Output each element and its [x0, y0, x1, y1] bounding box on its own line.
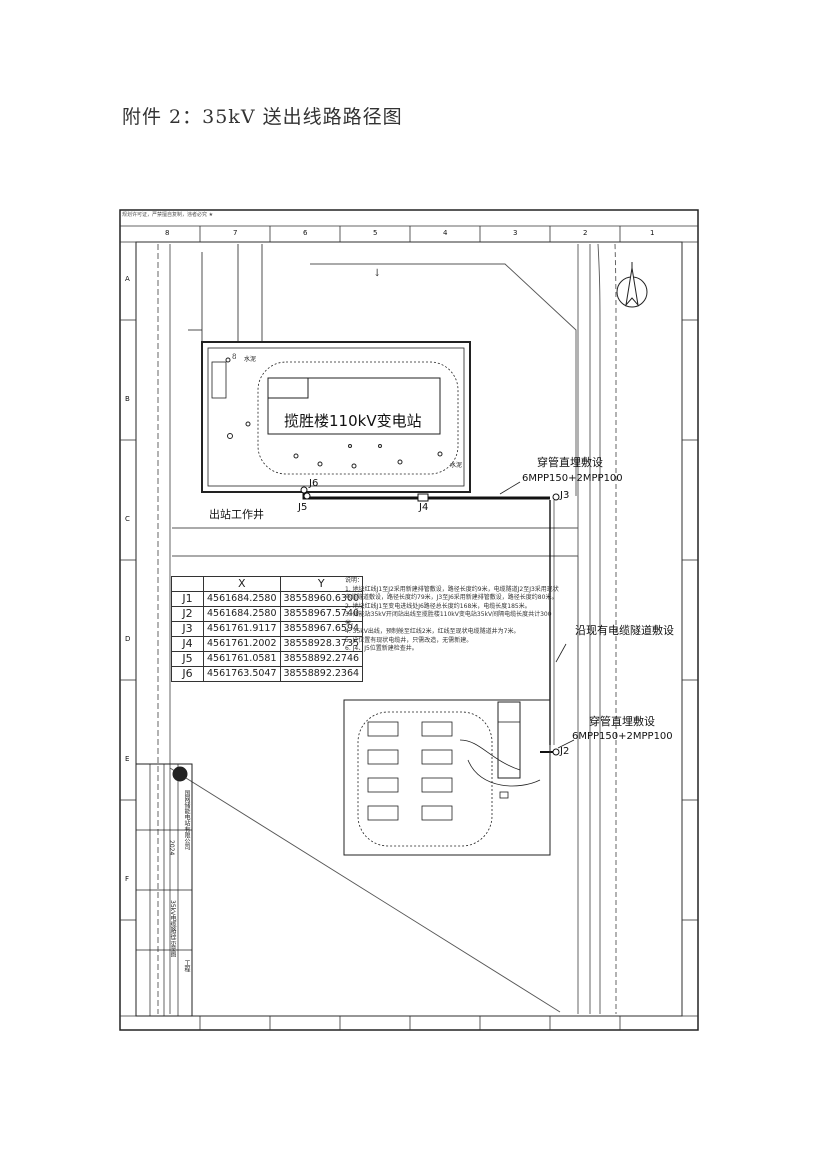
junction-label-j2: J2	[560, 746, 570, 757]
roads	[157, 243, 617, 1014]
table-row: J1 4561684.2580 38558960.6300	[171, 591, 364, 607]
junction-id: J5	[171, 651, 204, 667]
title-block	[135, 763, 193, 1017]
header-strip: 规划许可证，严禁擅自复制，违者必究 ★	[122, 212, 214, 218]
corner-mark: 8	[232, 353, 236, 361]
substation-name: 揽胜楼110kV变电站	[284, 412, 422, 430]
note-item: 1. 地块红线J1至J2采用新建排管敷设，路径长度约9米，电缆隧道J2至J3采用…	[345, 585, 559, 602]
junction-label-j5: J5	[298, 502, 308, 513]
side-zone-label: F	[125, 875, 130, 883]
side-zone-label: A	[125, 275, 130, 283]
note-item: 3. 储能站35kV开闭站出线至揽胜楼110kV变电站35kV间隔电缆长度共计3…	[345, 611, 552, 627]
substation-site	[188, 244, 471, 493]
page-title: 附件 2：35kV 送出线路路径图	[122, 106, 403, 128]
coordinate-table: X Y J1 4561684.2580 38558960.6300 J2 456…	[171, 576, 364, 682]
x-coordinate: 4561684.2580	[203, 606, 281, 622]
corner-mark: 水泥	[244, 356, 257, 363]
note-item: 5. J2位置有现状电缆井，只需改造，无需新建。	[345, 636, 473, 644]
note-item: 4. 35kV出线，预制舱至红线2米，红线至现状电缆隧道井为7米。	[345, 628, 520, 635]
corner-mark: 水泥	[450, 462, 463, 469]
svg-text:↓: ↓	[373, 268, 381, 279]
junction-id: J3	[171, 621, 204, 637]
junction-markers	[300, 486, 560, 756]
title-block-year: 2024	[168, 840, 175, 856]
table-row: J6 4561763.5047 38558892.2364	[171, 666, 364, 682]
zone-label: 7	[233, 229, 238, 237]
x-coordinate: 4561761.2002	[203, 636, 281, 652]
x-coordinate: 4561761.0581	[203, 651, 281, 667]
junction-label-j3: J3	[560, 490, 570, 501]
table-header: X	[203, 576, 281, 592]
side-zone-label: D	[125, 635, 131, 643]
y-coordinate: 38558892.2364	[279, 666, 364, 682]
route-pipe-2-spec: 6MPP150+2MPP100	[572, 731, 673, 742]
junction-label-j6: J6	[309, 478, 319, 489]
junction-label-j4: J4	[419, 502, 429, 513]
junction-id: J4	[171, 636, 204, 652]
table-row: J5 4561761.0581 38558892.2746	[171, 651, 364, 667]
side-zone-label: C	[125, 515, 130, 523]
x-coordinate: 4561684.2580	[203, 591, 281, 607]
side-zone-label: E	[125, 755, 130, 763]
north-arrow-icon	[616, 262, 648, 308]
table-row: J4 4561761.2002 38558928.3735	[171, 636, 364, 652]
energy-storage-station	[343, 699, 551, 856]
tunnel-route-label: 沿现有电缆隧道敷设	[575, 624, 674, 637]
zone-label: 8	[165, 229, 170, 237]
title-block-company: 国网储能电站有限公司	[183, 790, 190, 850]
junction-id: J1	[171, 591, 204, 607]
note-item: 2. 地块红线J1至变电进线处J6路径总长度约168米，电缆长度185米。	[345, 602, 531, 610]
table-row: J2 4561684.2580 38558967.5740	[171, 606, 364, 622]
notes-block: 说明： 1. 地块红线J1至J2采用新建排管敷设，路径长度约9米，电缆隧道J2至…	[345, 577, 561, 654]
y-coordinate: 38558928.3735	[279, 636, 364, 652]
zone-ticks	[120, 226, 698, 1030]
note-item: 6. J4、J5位置新建检查井。	[345, 645, 418, 652]
title-block-stage: 工程	[183, 960, 190, 972]
leaders	[499, 481, 575, 749]
junction-id: J2	[171, 606, 204, 622]
notes-heading: 说明：	[345, 577, 364, 584]
zone-label: 4	[443, 229, 448, 237]
junction-id: J6	[171, 666, 204, 682]
zone-label: 5	[373, 229, 378, 237]
sheet-border	[119, 209, 699, 1031]
zone-label: 6	[303, 229, 308, 237]
outlet-well-label: 出站工作井	[209, 508, 264, 521]
route-pipe-2-title: 穿管直埋敷设	[589, 715, 655, 728]
zone-label: 3	[513, 229, 518, 237]
zone-label: 1	[650, 229, 655, 237]
route-pipe-1-title: 穿管直埋敷设	[537, 456, 603, 469]
x-coordinate: 4561763.5047	[203, 666, 281, 682]
route-pipe-1-spec: 6MPP150+2MPP100	[522, 473, 623, 484]
y-coordinate: 38558892.2746	[279, 651, 364, 667]
x-coordinate: 4561761.9117	[203, 621, 281, 637]
table-row: J3 4561761.9117 38558967.6594	[171, 621, 364, 637]
side-zone-label: B	[125, 395, 130, 403]
table-header	[171, 576, 204, 592]
title-block-drawing-name: 35kV电缆路径示意图	[169, 900, 176, 958]
zone-label: 2	[583, 229, 588, 237]
table-header-row: X Y	[171, 576, 364, 592]
